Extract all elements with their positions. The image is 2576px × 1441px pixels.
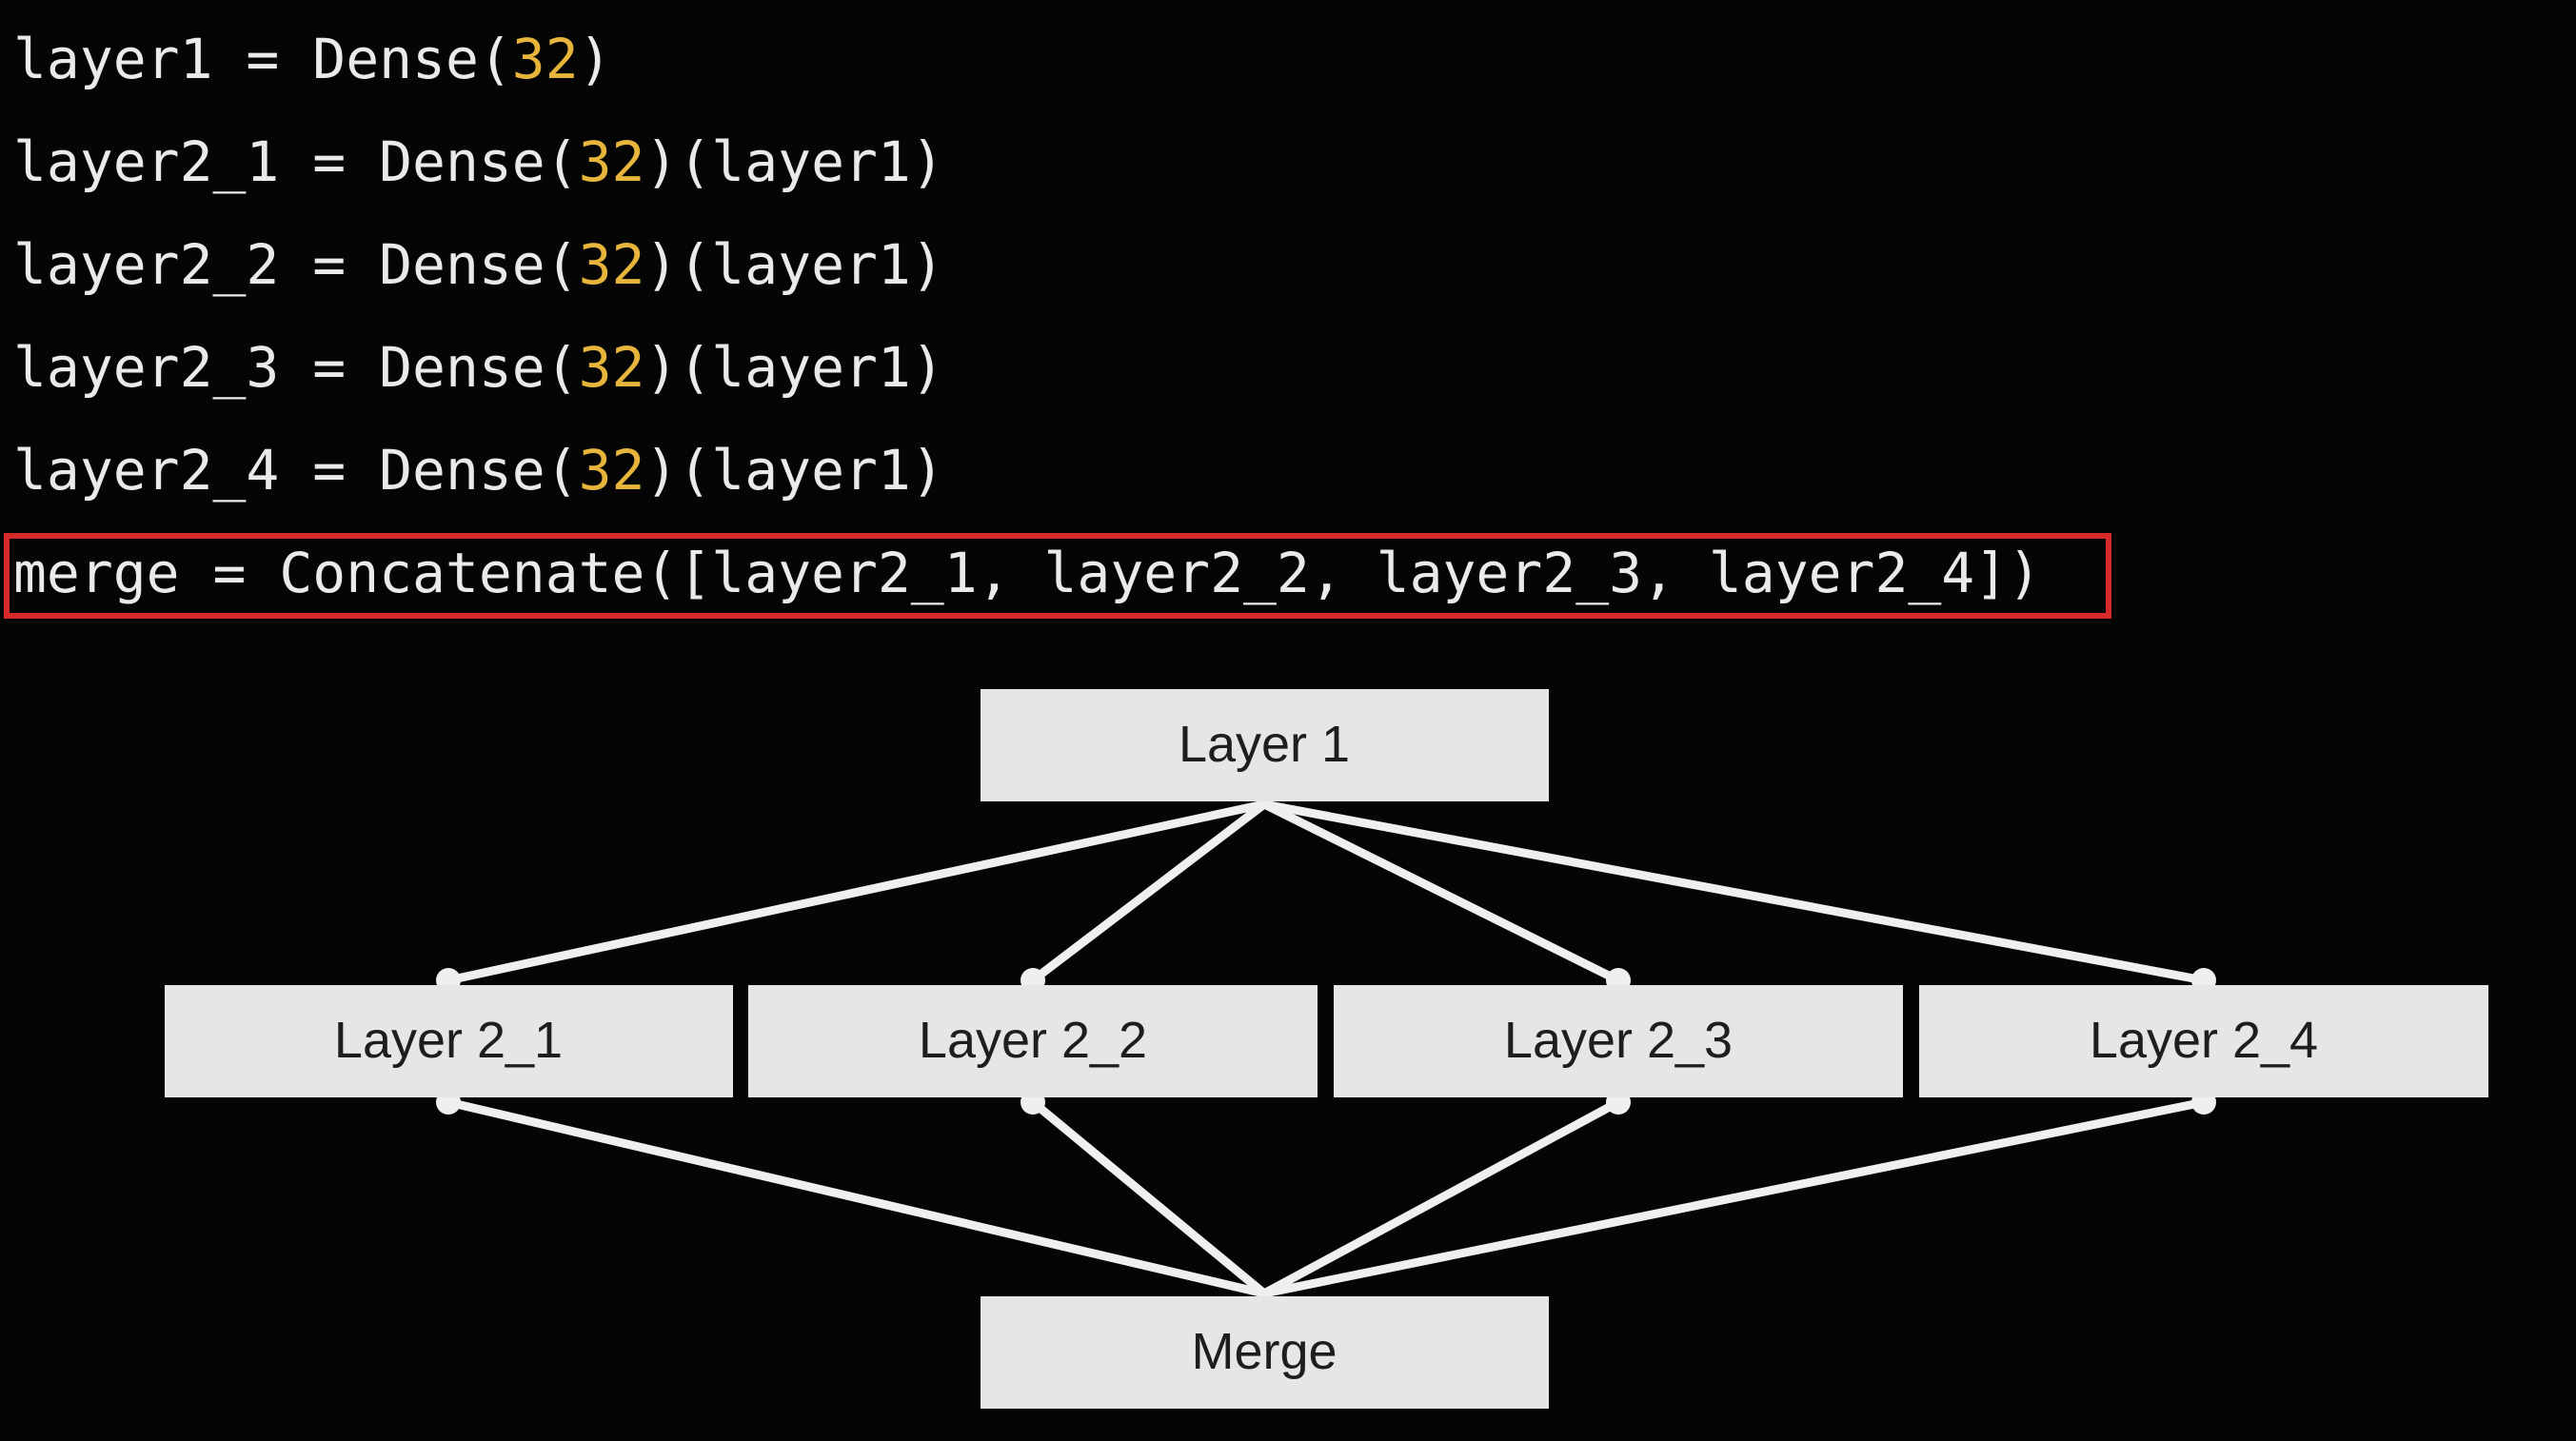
node-layer2-4-label: Layer 2_4 xyxy=(2090,1012,2318,1069)
edges xyxy=(444,799,2209,1298)
edge-layer2-2-to-merge xyxy=(1028,1097,1269,1298)
node-layer2-1-box xyxy=(165,985,733,1097)
code-line-5: layer2_4 = Dense(32)(layer1) xyxy=(13,436,944,504)
code-text: )(layer1) xyxy=(644,232,944,297)
node-merge-label: Merge xyxy=(1191,1323,1337,1380)
code-line-2: layer2_1 = Dense(32)(layer1) xyxy=(13,128,944,196)
number-literal: 32 xyxy=(511,27,579,91)
node-layer2-4: Layer 2_4 xyxy=(1919,985,2488,1097)
code-line-1: layer1 = Dense(32) xyxy=(13,25,612,93)
code-text: ) xyxy=(578,27,612,91)
node-layer2-2: Layer 2_2 xyxy=(748,985,1318,1097)
code-text: layer2_2 = Dense( xyxy=(13,232,579,297)
code-text: merge = Concatenate([layer2_1, layer2_2,… xyxy=(13,541,2042,605)
code-text: layer1 = Dense( xyxy=(13,27,512,91)
node-layer2-3-label: Layer 2_3 xyxy=(1504,1012,1733,1069)
number-literal: 32 xyxy=(578,438,645,503)
edge-layer2-3-to-merge xyxy=(1259,1097,1623,1298)
code-text: )(layer1) xyxy=(644,438,944,503)
node-layer2-1: Layer 2_1 xyxy=(165,985,733,1097)
highlight-box xyxy=(4,533,2111,619)
number-literal: 32 xyxy=(578,129,645,194)
node-merge-box xyxy=(981,1296,1549,1409)
code-text: layer2_3 = Dense( xyxy=(13,335,579,400)
edge-layer1-to-layer2-4 xyxy=(1259,799,2209,985)
node-layer2-2-box xyxy=(748,985,1318,1097)
node-layer2-1-label: Layer 2_1 xyxy=(334,1012,563,1069)
node-layer2-3: Layer 2_3 xyxy=(1334,985,1903,1097)
number-literal: 32 xyxy=(578,232,645,297)
code-text: )(layer1) xyxy=(644,129,944,194)
code-line-4: layer2_3 = Dense(32)(layer1) xyxy=(13,333,944,402)
edge-layer1-to-layer2-3 xyxy=(1259,799,1623,985)
node-layer1: Layer 1 xyxy=(981,689,1549,801)
code-line-3: layer2_2 = Dense(32)(layer1) xyxy=(13,230,944,299)
node-merge: Merge xyxy=(981,1296,1549,1409)
node-layer2-2-label: Layer 2_2 xyxy=(919,1012,1147,1069)
code-line-6: merge = Concatenate([layer2_1, layer2_2,… xyxy=(13,539,2041,607)
edge-layer1-to-layer2-1 xyxy=(444,799,1269,985)
code-text: layer2_1 = Dense( xyxy=(13,129,579,194)
edge-layer1-to-layer2-2 xyxy=(1028,799,1269,985)
edge-layer2-4-to-merge xyxy=(1259,1097,2209,1298)
code-text: )(layer1) xyxy=(644,335,944,400)
code-text: layer2_4 = Dense( xyxy=(13,438,579,503)
node-layer1-label: Layer 1 xyxy=(1179,716,1350,773)
edge-layer2-1-to-merge xyxy=(444,1097,1269,1298)
node-layer2-4-box xyxy=(1919,985,2488,1097)
node-layer2-3-box xyxy=(1334,985,1903,1097)
node-layer1-box xyxy=(981,689,1549,801)
number-literal: 32 xyxy=(578,335,645,400)
